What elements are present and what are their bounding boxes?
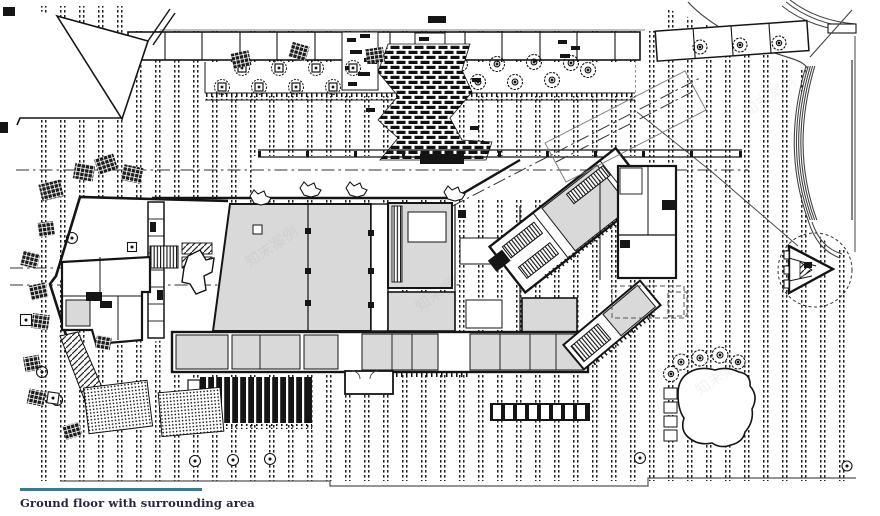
pond-garden [662, 346, 756, 448]
road-island [827, 23, 857, 34]
triangle-pavilion [777, 232, 853, 308]
east-block [599, 164, 678, 280]
caption-rule [20, 488, 202, 491]
stair-icon [517, 241, 560, 280]
stair-icon [565, 165, 611, 205]
southeast-wing [562, 279, 688, 371]
caption-text: Ground floor with surrounding area [20, 495, 255, 510]
trellis-row [490, 403, 590, 421]
freeform-stair [181, 249, 215, 295]
flower-tree-icons [662, 346, 746, 383]
stair-icon [149, 245, 179, 269]
planter-icons [20, 41, 386, 440]
shrub-icons [249, 181, 466, 206]
pond [677, 367, 756, 448]
stair-icon [570, 323, 612, 363]
planting-beds [82, 379, 225, 438]
west-annex [60, 255, 152, 346]
dashed-outline [667, 291, 688, 317]
entrance-porch [344, 370, 394, 395]
corridor [370, 203, 389, 332]
flower-tree-icons [451, 35, 787, 91]
planter-boxes [663, 387, 678, 442]
figure-caption: Ground floor with surrounding area [20, 488, 340, 510]
tree-rows [214, 35, 787, 95]
main-hall [211, 203, 372, 332]
square-tree-icons [214, 60, 361, 95]
site-diagonal-boundary [636, 111, 799, 247]
paving-edge [60, 477, 856, 487]
triangle-roof-building [16, 8, 176, 126]
walkway-canopy [258, 149, 742, 158]
dashed-outline [611, 285, 685, 319]
ground-tree-icons [19, 231, 853, 472]
main-building [147, 158, 590, 395]
south-wing [170, 330, 590, 395]
edge-marks [0, 7, 15, 133]
east-halls [387, 202, 578, 333]
perimeter-cells-right [654, 19, 810, 62]
site-corner-line [809, 9, 853, 58]
stair-icon [501, 221, 544, 259]
tilted-canopy-outline [544, 70, 707, 183]
stair-icon [391, 205, 403, 283]
roads [636, 0, 857, 259]
